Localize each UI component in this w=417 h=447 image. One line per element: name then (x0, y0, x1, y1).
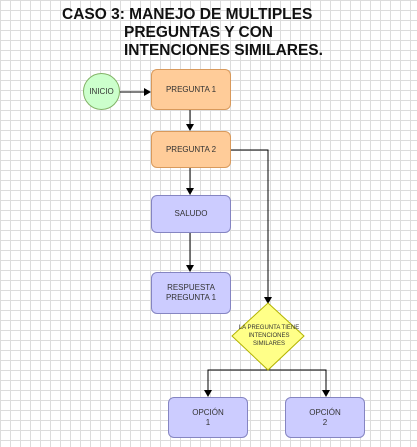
title-line-3: INTENCIONES SIMILARES. (124, 42, 323, 59)
question-1-label: PREGUNTA 1 (165, 84, 217, 94)
question-2-node[interactable]: PREGUNTA 2 (151, 131, 231, 168)
option-1-label-line-2: 1 (205, 417, 211, 427)
connector-question2-to-decision (230, 149, 272, 304)
greeting-node[interactable]: SALUDO (151, 195, 231, 233)
greeting-label: SALUDO (174, 209, 208, 218)
question-2-label: PREGUNTA 2 (165, 144, 217, 154)
option-2-label-line-1: OPCIÓN (309, 407, 341, 417)
connector-decision-to-option2 (268, 369, 330, 397)
start-node[interactable]: INICIO (83, 73, 120, 110)
option-1-label-line-1: OPCIÓN (192, 407, 224, 417)
diagram-title: CASO 3: MANEJO DE MULTIPLES PREGUNTAS Y … (62, 6, 352, 60)
option-1-node[interactable]: OPCIÓN 1 (168, 397, 248, 438)
answer-1-label-line-2: PREGUNTA 1 (165, 293, 217, 302)
option-2-node[interactable]: OPCIÓN 2 (285, 397, 365, 438)
title-line-1: CASO 3: MANEJO DE MULTIPLES (62, 6, 313, 23)
decision-diamond (231, 302, 305, 371)
connector-decision-to-option1 (204, 369, 268, 397)
question-1-node[interactable]: PREGUNTA 1 (151, 69, 231, 110)
option-2-label-line-2: 2 (322, 417, 328, 427)
title-line-2: PREGUNTAS Y CON (124, 24, 273, 41)
decision-label: LA PREGUNTA TIENE INTENCIONES SIMILARES (238, 325, 300, 347)
start-node-label: INICIO (89, 86, 114, 96)
answer-1-label-line-1: RESPUESTA (167, 283, 215, 292)
answer-1-node[interactable]: RESPUESTA PREGUNTA 1 (151, 272, 231, 314)
